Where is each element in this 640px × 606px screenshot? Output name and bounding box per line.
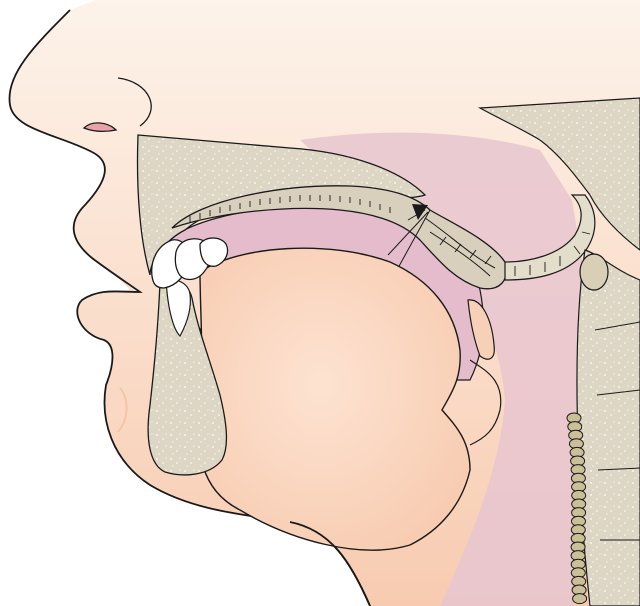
vertebra-bead bbox=[573, 594, 587, 604]
tongue bbox=[198, 248, 470, 550]
cervical-spine bbox=[577, 250, 640, 606]
adenoid bbox=[580, 254, 608, 290]
